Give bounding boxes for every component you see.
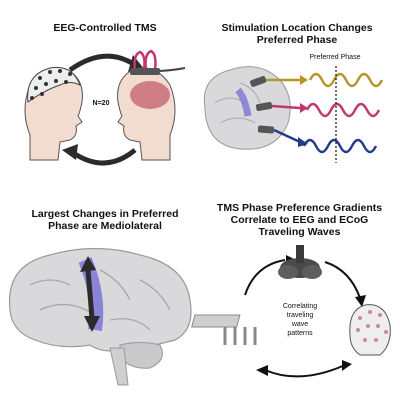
center-label: Correlating traveling wave patterns xyxy=(270,302,330,338)
cycle-arrow-bottom xyxy=(70,148,137,166)
cycle-arrowhead-bottom xyxy=(62,144,78,160)
brainstem xyxy=(109,347,129,386)
cerebellum xyxy=(119,342,163,369)
wave-navy xyxy=(302,138,378,154)
n-count-label: N=20 xyxy=(92,100,110,107)
panel-title-eeg-tms: EEG-Controlled TMS xyxy=(53,22,157,34)
panel-title-stim-location: Stimulation Location Changes Preferred P… xyxy=(221,22,373,46)
stim-location-illustration xyxy=(203,66,384,163)
coil-magenta xyxy=(255,101,273,112)
cycle-arc-top-left xyxy=(244,259,286,296)
eeg-cap-icon xyxy=(349,304,391,356)
panel-title-gradients: TMS Phase Preference Gradients Correlate… xyxy=(216,202,383,238)
preferred-phase-label: Preferred Phase xyxy=(309,54,361,61)
cycle-arrow-top xyxy=(68,53,137,73)
stim-strip xyxy=(235,87,252,117)
eeg-tms-illustration xyxy=(24,49,186,166)
cycle-arc-bottom xyxy=(264,364,346,378)
coil-navy xyxy=(257,125,275,134)
center-label-line-3: wave xyxy=(291,321,309,328)
traveling-waves-cycle-illustration xyxy=(191,245,391,378)
coil-gold xyxy=(250,76,267,87)
wave-magenta xyxy=(305,102,381,118)
wave-gold xyxy=(308,72,384,88)
arrow-navy xyxy=(273,128,301,144)
tms-head xyxy=(117,49,186,161)
mediolateral-arrow xyxy=(85,269,95,319)
mediolateral-brain-illustration xyxy=(8,247,192,386)
center-label-line-2: traveling xyxy=(286,312,314,319)
ecog-array-icon xyxy=(191,314,257,345)
center-label-line-4: patterns xyxy=(287,330,313,337)
cycle-arc-top-right xyxy=(324,261,361,299)
arrow-magenta xyxy=(271,104,301,110)
tms-coil-icon xyxy=(278,245,322,279)
panel-title-mediolateral: Largest Changes in Preferred Phase are M… xyxy=(31,208,179,232)
eeg-head xyxy=(24,66,83,161)
center-label-line-1: Correlating xyxy=(282,303,318,310)
